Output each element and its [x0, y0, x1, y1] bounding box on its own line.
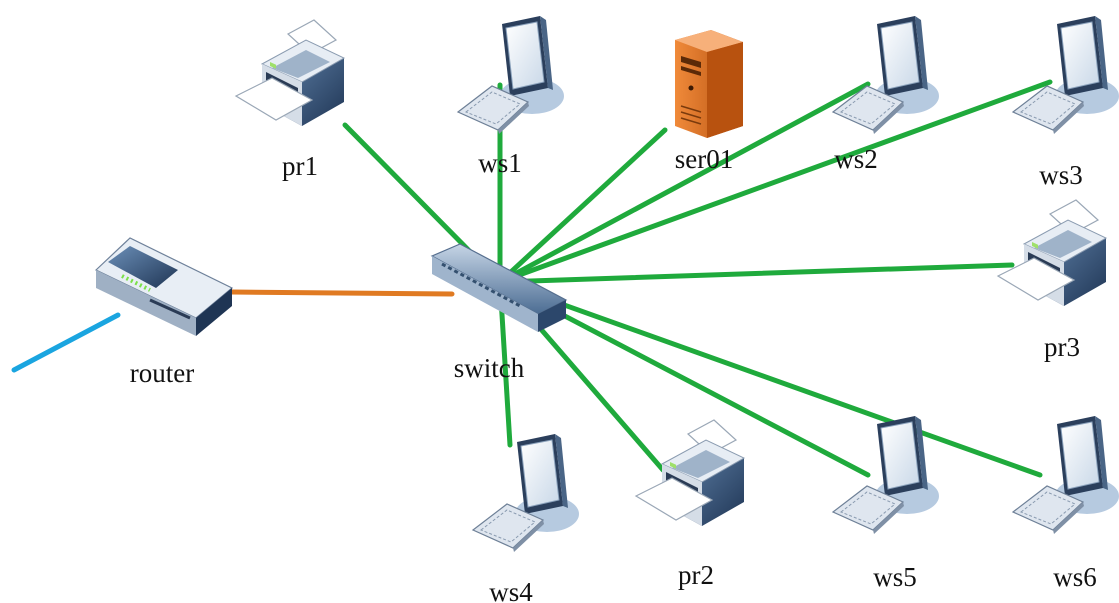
router-icon [94, 237, 234, 336]
server-icon-ser01 [674, 29, 744, 139]
label-ws5: ws5 [873, 562, 917, 592]
workstation-icon-ws1 [457, 15, 565, 135]
devices [94, 15, 1119, 553]
labels: pr1 ws1 ser01 ws2 ws3 router switch pr3 … [130, 144, 1097, 603]
link-switch-ser01 [497, 127, 668, 285]
label-switch: switch [454, 353, 525, 383]
link-router-uplink [11, 312, 121, 373]
label-ws6: ws6 [1053, 562, 1097, 592]
printer-icon-pr3 [997, 199, 1107, 307]
label-ser01: ser01 [675, 144, 733, 174]
link-switch-ws2 [497, 81, 871, 285]
label-pr2: pr2 [678, 560, 714, 590]
label-ws1: ws1 [478, 148, 522, 178]
workstation-icon-ws2 [832, 15, 940, 135]
label-ws4: ws4 [489, 577, 533, 603]
link-switch-ws6 [497, 279, 1043, 478]
label-pr1: pr1 [282, 151, 318, 181]
workstation-icon-ws4 [472, 433, 580, 553]
link-router-switch [229, 289, 455, 297]
workstation-icon-ws6 [1012, 415, 1119, 535]
link-switch-ws3 [497, 79, 1053, 285]
printer-icon-pr1 [235, 19, 345, 127]
link-switch-pr3 [497, 262, 1015, 285]
label-router: router [130, 358, 194, 388]
label-ws3: ws3 [1039, 160, 1083, 190]
label-pr3: pr3 [1044, 332, 1080, 362]
switch-icon [430, 243, 568, 332]
printer-icon-pr2 [635, 419, 745, 527]
workstation-icon-ws3 [1012, 15, 1119, 135]
label-ws2: ws2 [834, 144, 878, 174]
links [11, 79, 1053, 478]
